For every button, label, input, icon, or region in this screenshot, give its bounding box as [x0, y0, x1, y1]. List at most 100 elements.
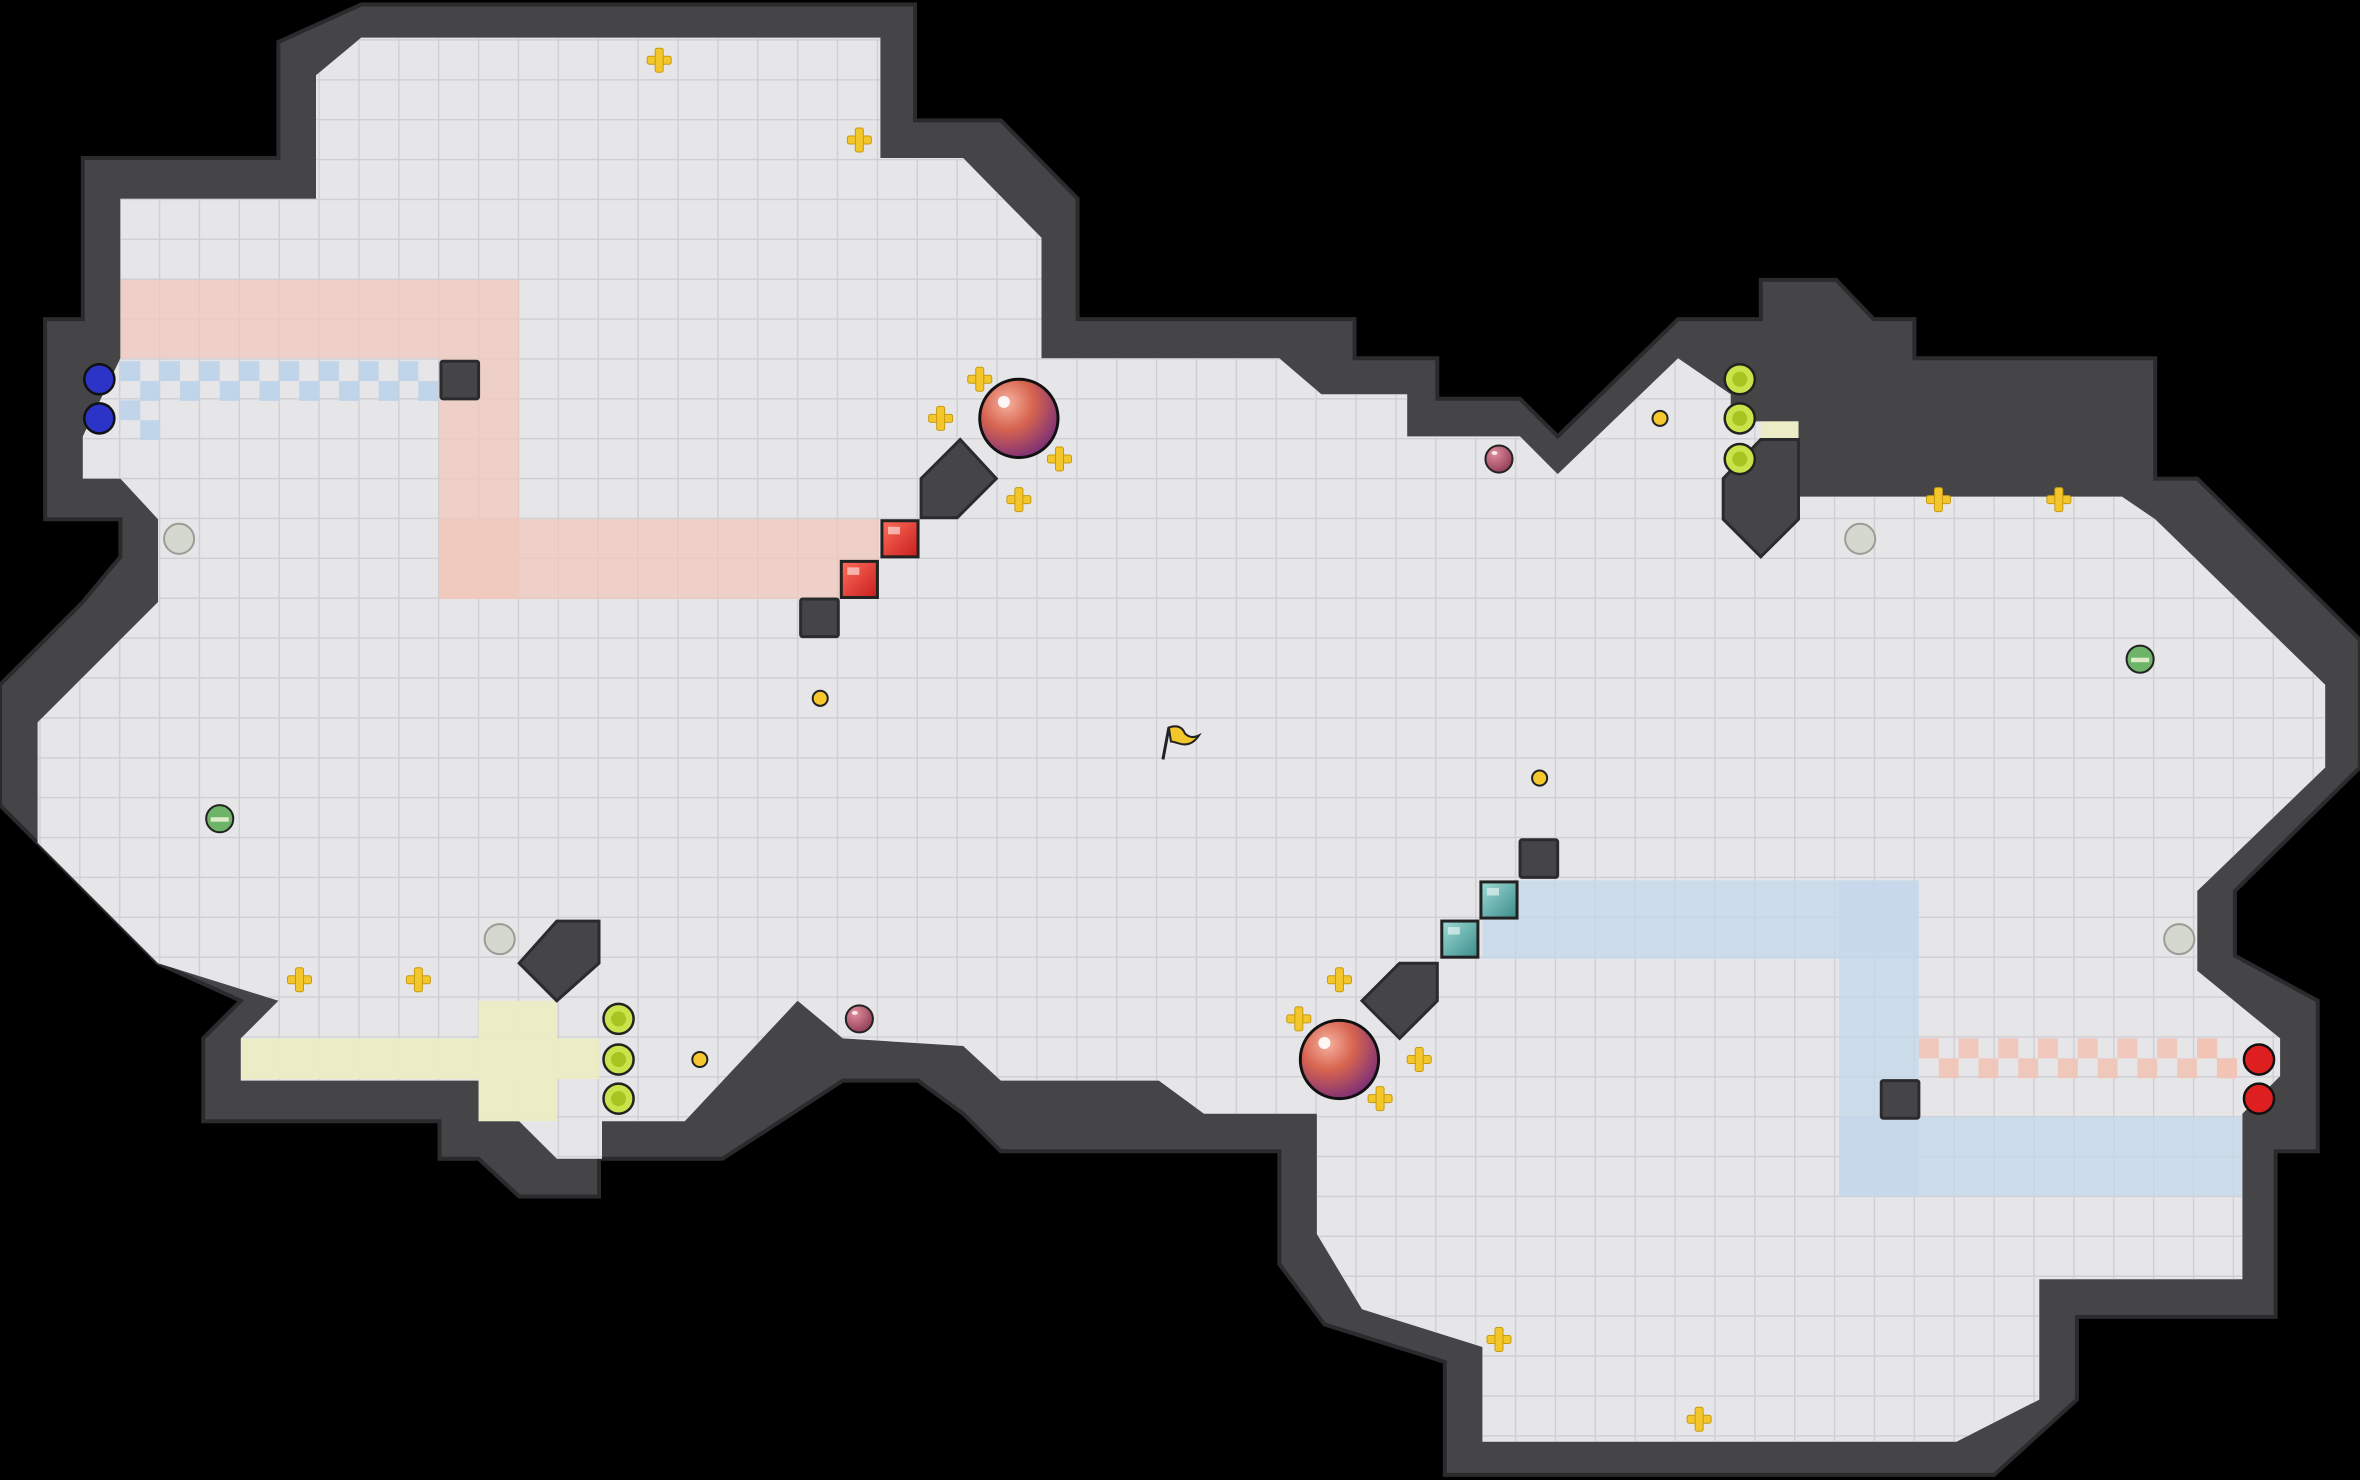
red-gate-tile-shine — [847, 567, 860, 575]
portal-icon — [163, 522, 196, 555]
red-spawn-lane — [2137, 1058, 2158, 1079]
blue-team-spawn-icon — [83, 362, 116, 396]
yellow-switch-core — [611, 1011, 627, 1027]
red-gate-tile — [839, 559, 879, 599]
boost-icon — [646, 47, 672, 73]
blue-spawn-lane — [279, 361, 300, 382]
boost-icon — [846, 127, 872, 153]
orb-highlight — [1318, 1036, 1331, 1049]
boost-icon — [1006, 487, 1032, 513]
mine-icon — [1651, 409, 1669, 427]
wall-notch — [517, 919, 601, 1003]
boost-icon — [405, 967, 431, 993]
powerup-band — [2131, 657, 2150, 663]
red-spawn-lane — [2057, 1058, 2078, 1079]
diagonal-wall — [919, 437, 999, 520]
yellow-switch-core — [1732, 410, 1748, 426]
red-spawn-lane — [1998, 1038, 2019, 1059]
boost-icon — [1925, 487, 1951, 513]
large-orb-icon — [978, 377, 1060, 460]
bomb-highlight — [1491, 451, 1498, 456]
blue-spawn-lane — [338, 381, 359, 401]
red-spawn-lane — [1918, 1038, 1939, 1059]
blue-gate-tile — [1440, 919, 1480, 959]
game-objects — [83, 47, 2276, 1432]
bomb-highlight — [851, 1010, 858, 1015]
portal-icon — [2163, 923, 2196, 956]
blue-spawn-lane — [120, 400, 141, 421]
blue-spawn-lane — [160, 361, 180, 382]
yellow-switch-core — [1732, 371, 1748, 387]
neutral-zone-sw-bar — [240, 1038, 599, 1080]
red-gate-tile — [880, 519, 920, 559]
red-spawn-lane — [2157, 1038, 2178, 1059]
blue-spawn-lane — [239, 361, 260, 382]
blue-spawn-lane — [140, 381, 161, 401]
red-zone-bottom — [439, 519, 879, 599]
red-gate-tile-shine — [887, 526, 900, 535]
bomb-icon — [1484, 444, 1514, 474]
red-spawn-lane — [2018, 1058, 2039, 1079]
blue-spawn-lane — [140, 420, 161, 441]
red-spawn-lane — [2217, 1058, 2238, 1079]
yellow-flag-icon — [1161, 725, 1202, 760]
blue-spawn-lane — [120, 361, 141, 382]
boost-icon — [1047, 446, 1073, 472]
yellow-switch-core — [611, 1091, 627, 1107]
portal-icon — [1844, 522, 1877, 555]
wall-block — [1879, 1079, 1921, 1120]
yellow-switch-core — [611, 1051, 627, 1068]
red-zone-top — [120, 279, 520, 359]
red-spawn-lane — [2117, 1038, 2138, 1059]
mine-icon — [691, 1050, 709, 1069]
red-spawn-lane — [2077, 1038, 2098, 1059]
red-spawn-lane — [2038, 1038, 2058, 1059]
blue-gate-tile — [1479, 880, 1519, 920]
boost-icon — [1367, 1086, 1393, 1112]
large-orb-icon — [1298, 1018, 1381, 1101]
boost-icon — [1326, 967, 1352, 993]
red-team-spawn-icon — [2242, 1082, 2276, 1115]
powerup-band — [210, 817, 229, 822]
blue-spawn-lane — [199, 361, 220, 382]
boost-icon — [967, 366, 993, 392]
wall-block — [1518, 838, 1560, 879]
blue-spawn-lane — [319, 361, 339, 382]
mine-icon — [1531, 769, 1549, 787]
red-spawn-lane — [1958, 1038, 1979, 1059]
boost-icon — [1286, 1006, 1312, 1032]
boost-icon — [286, 967, 312, 993]
red-spawn-lane — [1938, 1058, 1959, 1079]
boost-icon — [1686, 1406, 1712, 1432]
blue-spawn-lane — [219, 381, 240, 401]
boost-icon — [1406, 1047, 1432, 1073]
bomb-icon — [844, 1004, 874, 1034]
wall-block — [439, 359, 481, 401]
boost-icon — [1486, 1326, 1512, 1352]
orb-highlight — [997, 395, 1010, 408]
blue-gate-tile-shine — [1447, 927, 1460, 935]
blue-team-spawn-icon — [83, 402, 116, 435]
red-spawn-lane — [1978, 1058, 1999, 1079]
blue-spawn-lane — [259, 381, 280, 401]
blue-spawn-lane — [378, 381, 399, 401]
boost-icon — [928, 405, 954, 431]
mine-icon — [811, 689, 829, 707]
diagonal-wall — [1359, 961, 1439, 1041]
blue-zone-bottom — [1839, 1116, 2243, 1197]
red-spawn-lane — [2097, 1058, 2118, 1079]
red-spawn-lane — [2197, 1038, 2218, 1059]
boost-icon — [2046, 487, 2072, 513]
red-spawn-lane — [2177, 1058, 2197, 1079]
red-team-spawn-icon — [2242, 1043, 2276, 1076]
blue-spawn-lane — [398, 361, 419, 382]
blue-spawn-lane — [418, 381, 439, 401]
portal-icon — [483, 923, 516, 956]
blue-spawn-lane — [299, 381, 320, 401]
blue-spawn-lane — [179, 381, 200, 401]
blue-gate-tile-shine — [1486, 887, 1499, 896]
blue-spawn-lane — [358, 361, 379, 382]
yellow-switch-core — [1732, 451, 1748, 467]
wall-block — [799, 597, 840, 639]
